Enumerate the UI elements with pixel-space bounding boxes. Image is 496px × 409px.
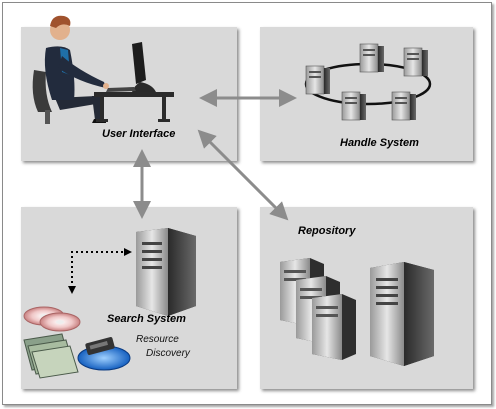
cd-stack-icon [23,306,81,332]
dotted-flow-arrow [68,248,132,294]
resource-discovery-line1: Resource [136,334,179,345]
user-interface-label: User Interface [102,128,176,140]
server-tower-icon [370,262,434,366]
server-tower-icon [136,228,196,316]
handle-system-label: Handle System [340,137,419,149]
server-ring-icon [304,43,432,121]
resource-discovery-line2: Discovery [146,348,190,359]
person-at-computer-icon [32,15,174,124]
search-system-label: Search System [107,313,186,325]
disk-drive-icon [77,337,131,371]
repository-label: Repository [298,225,356,237]
arrow-ui-repository [197,129,289,221]
server-rack-icon [280,258,356,360]
folder-stack-icon [23,333,79,379]
